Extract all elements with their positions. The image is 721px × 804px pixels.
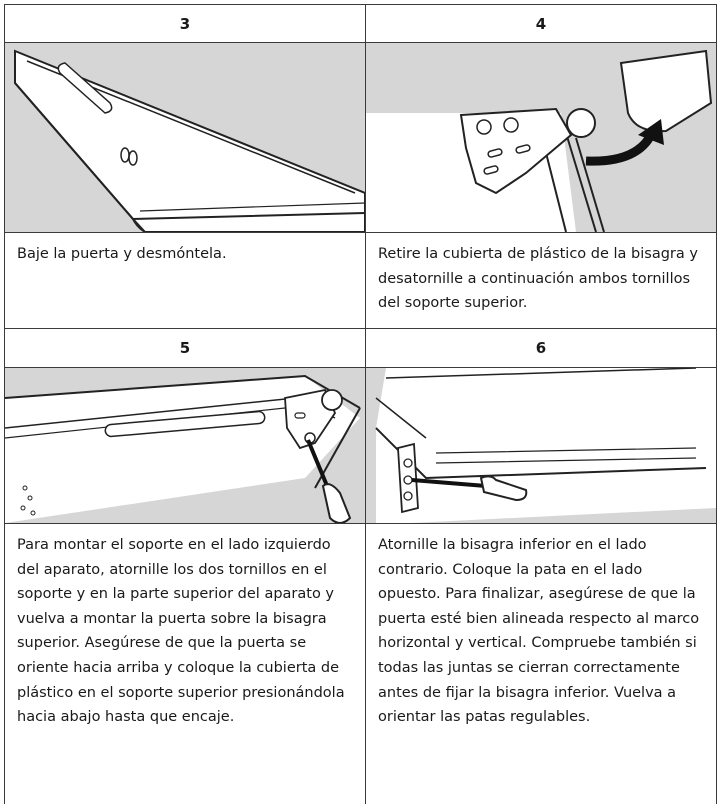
step-6-illustration — [365, 367, 717, 524]
step-4-text: Retire la cubierta de plástico de la bis… — [365, 232, 717, 329]
step-5-number: 5 — [4, 328, 366, 368]
step-4-number: 4 — [365, 4, 717, 43]
step-3-number: 3 — [4, 4, 366, 43]
step-5-text: Para montar el soporte en el lado izquie… — [4, 523, 366, 804]
step-6-number: 6 — [365, 328, 717, 368]
step-5-illustration — [4, 367, 366, 524]
step-3-illustration — [4, 42, 366, 233]
step-6-text: Atornille la bisagra inferior en el lado… — [365, 523, 717, 804]
step-4-illustration — [365, 42, 717, 233]
step-3-text: Baje la puerta y desmóntela. — [4, 232, 366, 329]
